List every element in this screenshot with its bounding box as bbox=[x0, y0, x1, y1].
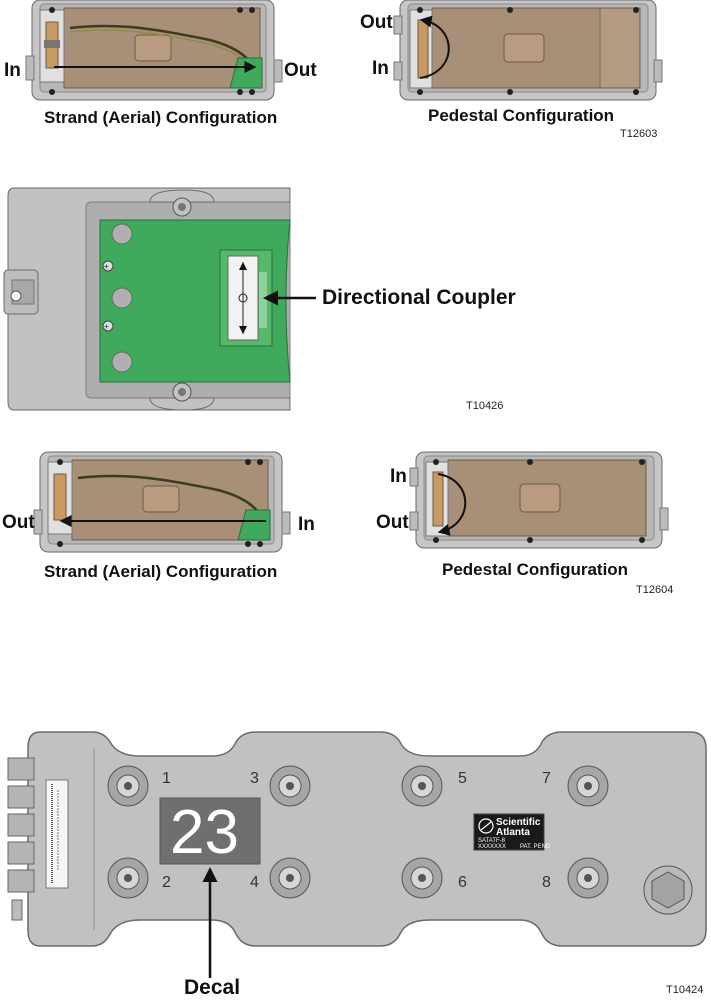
fig3-pedestal-out-label: Out bbox=[376, 512, 409, 533]
fig4-port-label-3: 3 bbox=[250, 770, 259, 787]
fig4-port-label-5: 5 bbox=[458, 770, 467, 787]
fig4-ports bbox=[107, 765, 609, 899]
port-8 bbox=[567, 857, 609, 899]
fig1-pedestal-out-label: Out bbox=[360, 12, 393, 33]
fig3-pedestal-housing bbox=[409, 451, 669, 549]
port-7 bbox=[567, 765, 609, 807]
svg-text:+: + bbox=[104, 262, 109, 271]
fig4-logo-model: SATATF-8 bbox=[478, 838, 505, 844]
port-1 bbox=[107, 765, 149, 807]
port-3 bbox=[269, 765, 311, 807]
fig1-pedestal-caption: Pedestal Configuration bbox=[428, 106, 615, 125]
port-5 bbox=[401, 765, 443, 807]
fig1-pedestal-housing bbox=[393, 0, 663, 101]
fig1-pedestal-signal-arrow bbox=[419, 15, 450, 79]
fig4-logo-patent: PAT. PEND bbox=[520, 844, 551, 850]
fig2-board-housing: + + bbox=[3, 187, 291, 411]
fig3-pedestal-signal-arrow bbox=[437, 473, 467, 536]
fig3-strand-housing bbox=[33, 451, 291, 553]
fig1-strand-out-label: Out bbox=[284, 60, 317, 81]
fig4-decal-plate bbox=[159, 797, 261, 865]
fig4-port-label-8: 8 bbox=[542, 874, 551, 891]
fig1-strand-in-label: In bbox=[4, 60, 21, 81]
fig4-port-label-1: 1 bbox=[162, 770, 171, 787]
fig3-pedestal-caption: Pedestal Configuration bbox=[442, 560, 629, 579]
fig4-tag: T10424 bbox=[666, 984, 704, 996]
fig3-strand-out-label: Out bbox=[2, 512, 35, 533]
fig1-pedestal-in-label: In bbox=[372, 58, 389, 79]
port-2 bbox=[107, 857, 149, 899]
fig3-pedestal-in-label: In bbox=[390, 466, 407, 487]
fig2-directional-coupler-label: Directional Coupler bbox=[322, 286, 516, 309]
fig4-logo-plate bbox=[473, 813, 545, 851]
svg-text:+: + bbox=[104, 322, 109, 331]
fig4-port-label-7: 7 bbox=[542, 770, 551, 787]
fig3-tag: T12604 bbox=[636, 584, 674, 596]
fig4-port-label-2: 2 bbox=[162, 874, 171, 891]
fig4-decal-label: Decal bbox=[184, 976, 241, 999]
port-4 bbox=[269, 857, 311, 899]
fig4-logo-code: XXXXXXX bbox=[478, 844, 507, 850]
fig4-logo-line1: Scientific bbox=[496, 817, 541, 828]
fig1-strand-housing bbox=[25, 0, 283, 101]
fig4-port-label-4: 4 bbox=[250, 874, 259, 891]
fig3-strand-in-label: In bbox=[298, 514, 315, 535]
port-6 bbox=[401, 857, 443, 899]
fig4-tap-housing bbox=[7, 731, 707, 947]
fig3-strand-caption: Strand (Aerial) Configuration bbox=[44, 562, 278, 581]
fig2-tag: T10426 bbox=[466, 400, 504, 412]
fig1-strand-caption: Strand (Aerial) Configuration bbox=[44, 108, 278, 127]
fig1-tag: T12603 bbox=[620, 128, 658, 140]
fig4-port-label-6: 6 bbox=[458, 874, 467, 891]
fig4-logo-line2: Atlanta bbox=[496, 827, 530, 838]
fig4-decal-number: 23 bbox=[170, 798, 239, 867]
